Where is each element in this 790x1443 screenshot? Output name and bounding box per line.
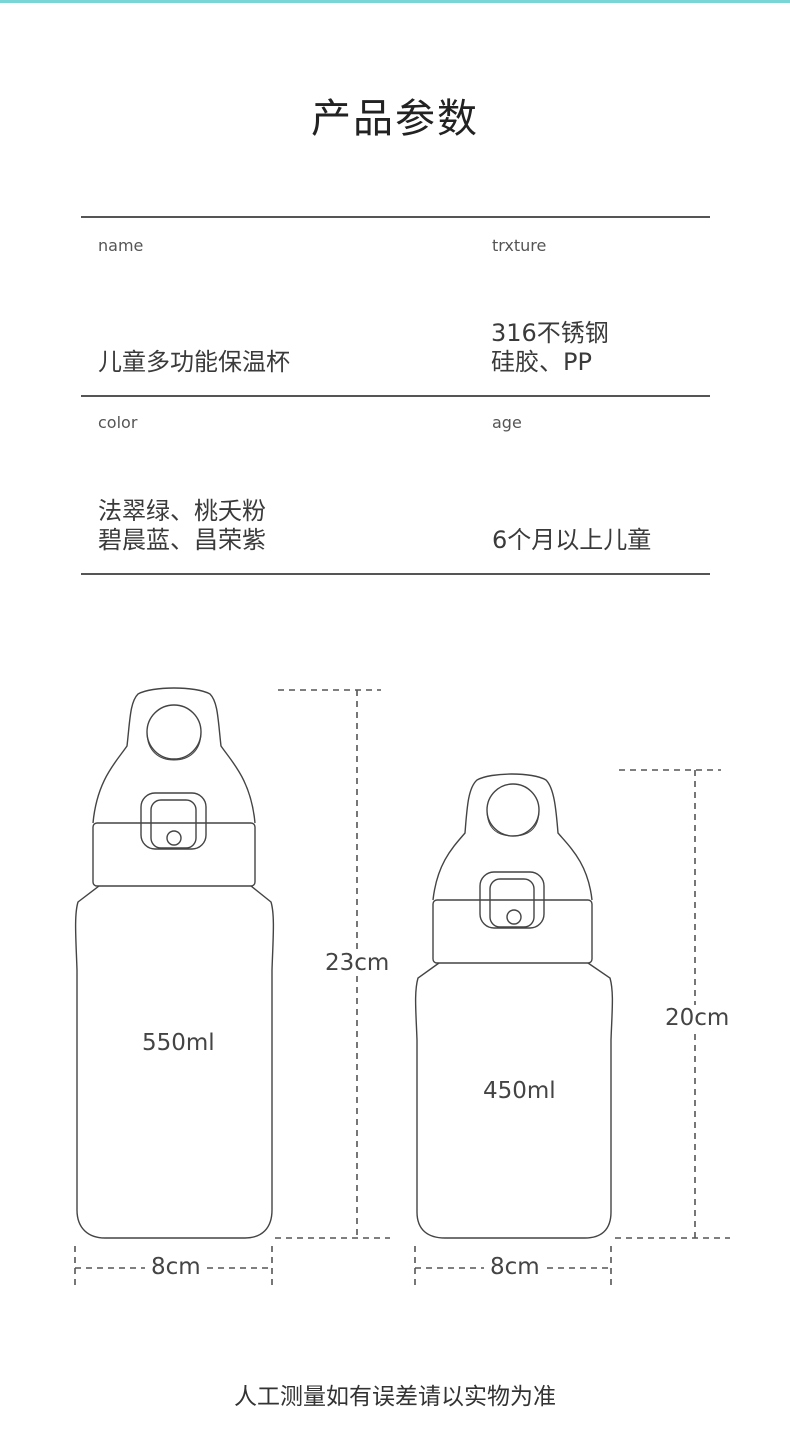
spec-value-name: 儿童多功能保温杯 (98, 348, 290, 376)
table-top-rule (81, 216, 710, 218)
large-bottle-capacity: 550ml (142, 1030, 215, 1056)
spec-label-name: name (98, 236, 144, 255)
spec-label-age: age (492, 413, 522, 432)
small-bottle-capacity: 450ml (483, 1078, 556, 1104)
large-bottle-width: 8cm (145, 1254, 207, 1280)
large-bottle-outline (74, 687, 275, 1239)
table-bottom-rule (81, 573, 710, 575)
spec-label-texture: trxture (492, 236, 547, 255)
page-title: 产品参数 (311, 96, 479, 142)
top-accent-line (0, 0, 790, 3)
spec-value-color-line1: 法翠绿、桃夭粉 (98, 497, 266, 525)
spec-value-age: 6个月以上儿童 (492, 526, 652, 554)
spec-label-color: color (98, 413, 138, 432)
table-middle-rule (81, 395, 710, 397)
spec-value-color-line2: 碧晨蓝、昌荣紫 (98, 526, 266, 554)
bottle-illustrations (74, 687, 730, 1288)
small-bottle-height: 20cm (665, 1005, 730, 1031)
measurement-disclaimer: 人工测量如有误差请以实物为准 (234, 1384, 556, 1410)
small-bottle-width: 8cm (484, 1254, 546, 1280)
large-bottle-height: 23cm (325, 950, 390, 976)
spec-value-texture-line1: 316不锈钢 (491, 319, 609, 347)
small-bottle-outline (414, 773, 614, 1239)
spec-value-texture-line2: 硅胶、PP (491, 348, 592, 376)
